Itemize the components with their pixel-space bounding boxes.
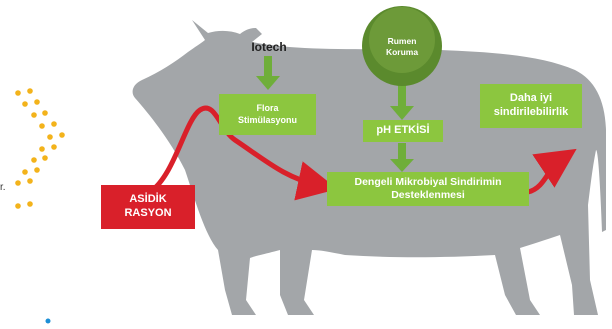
- red-flow-arrow-out: [525, 148, 577, 195]
- red-flow-arrow-in: [147, 105, 338, 201]
- rumen-koruma-label: Rumen Koruma: [385, 36, 419, 57]
- asidik-rasyon-box: ASİDİK RASYON: [101, 185, 195, 229]
- edge-text-fragment: r.: [0, 182, 6, 193]
- iotech-label: Iotech: [251, 40, 287, 54]
- green-arrows: [256, 56, 414, 172]
- dengeli-mikrobiyal-box: Dengeli Mikrobiyal Sindirimin Desteklenm…: [327, 172, 529, 206]
- flora-stimulasyonu-box: Flora Stimülasyonu: [219, 94, 316, 135]
- decorative-dots: [15, 88, 65, 209]
- blue-dot: [45, 318, 51, 324]
- daha-iyi-box: Daha iyi sindirilebilirlik: [480, 84, 582, 128]
- ph-etkisi-box: pH ETKİSİ: [363, 120, 443, 142]
